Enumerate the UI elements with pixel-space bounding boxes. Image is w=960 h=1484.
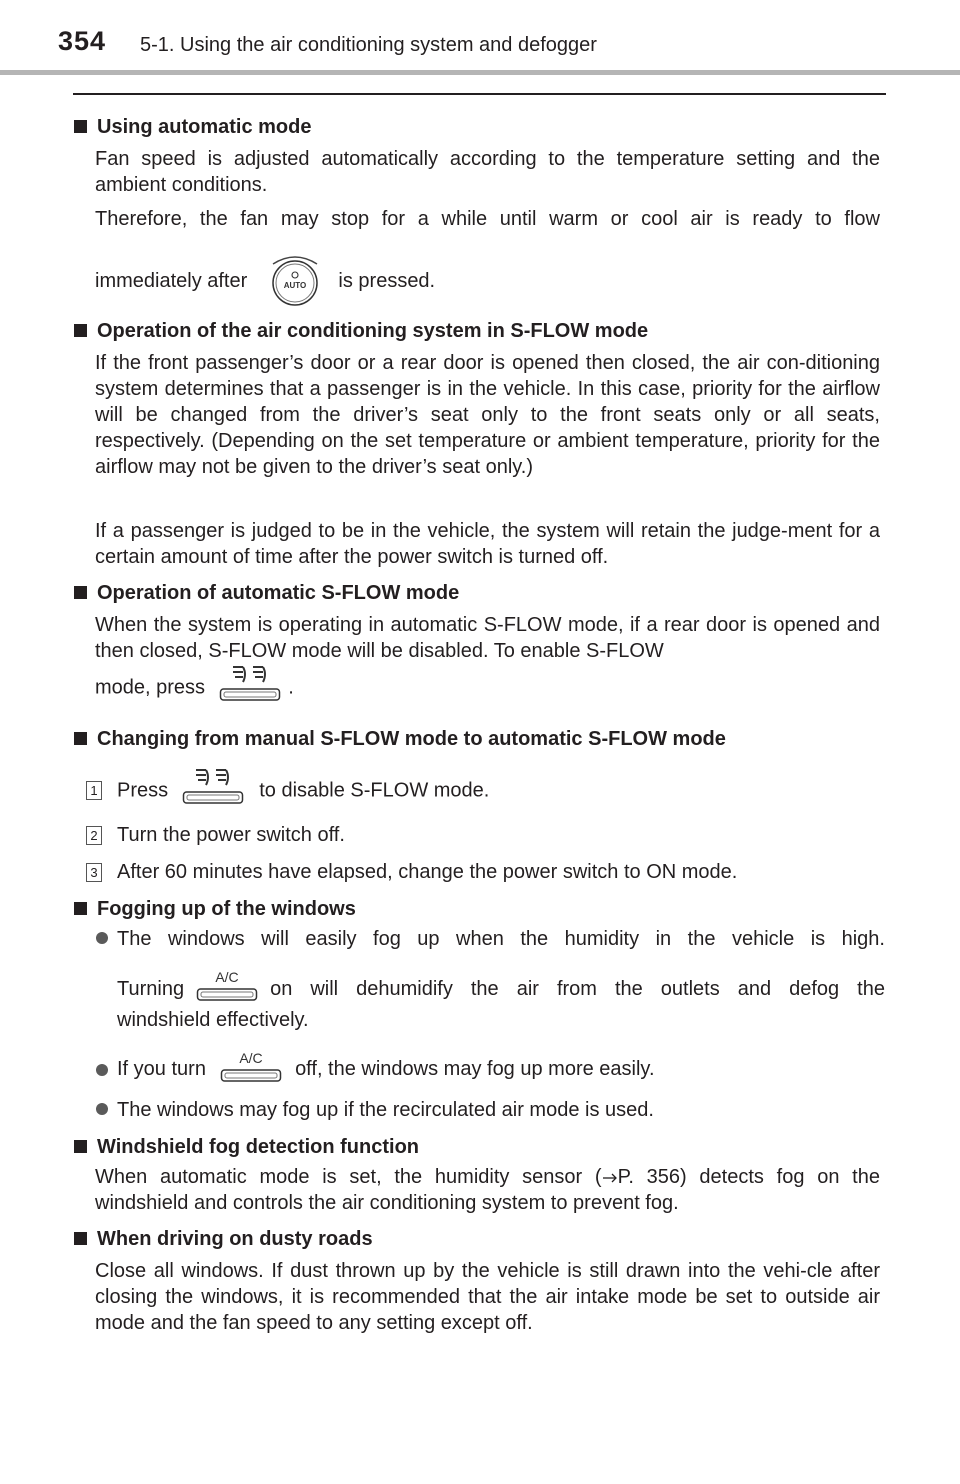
auto-mode-paragraph-2-end: immediately after AUTO is pressed. bbox=[95, 252, 435, 308]
step-3-text: After 60 minutes have elapsed, change th… bbox=[117, 861, 738, 883]
content-top-rule bbox=[73, 93, 886, 95]
section-title: 5-1. Using the air conditioning system a… bbox=[140, 34, 597, 56]
s-flow-button-icon bbox=[219, 666, 280, 701]
dusty-roads-paragraph: Close all windows. If dust thrown up by … bbox=[95, 1260, 880, 1334]
heading-fogging: Fogging up of the windows bbox=[74, 896, 356, 922]
step-number-2: 2 bbox=[86, 826, 102, 845]
square-bullet-icon bbox=[74, 324, 87, 337]
square-bullet-icon bbox=[74, 586, 87, 599]
page-header: 354 5-1. Using the air conditioning syst… bbox=[0, 0, 960, 95]
auto-mode-paragraph-1: Fan speed is adjusted automatically acco… bbox=[95, 148, 880, 196]
fogging-bullet-2: If you turn A/C off, the windows may fog… bbox=[117, 1050, 655, 1083]
heading-changing-sflow: Changing from manual S-FLOW mode to auto… bbox=[74, 726, 726, 752]
step-number-1: 1 bbox=[86, 781, 102, 800]
ac-button-icon: A/C bbox=[196, 969, 258, 1001]
page-reference-link[interactable]: P. 356 bbox=[617, 1166, 681, 1188]
fogging-bullet-3: The windows may fog up if the recirculat… bbox=[117, 1099, 654, 1121]
svg-text:AUTO: AUTO bbox=[284, 281, 307, 290]
heading-sflow-operation: Operation of the air conditioning system… bbox=[74, 318, 648, 344]
auto-mode-paragraph-2: Therefore, the fan may stop for a while … bbox=[95, 208, 880, 230]
arrow-right-icon bbox=[602, 1173, 617, 1183]
windshield-paragraph: When automatic mode is set, the humidity… bbox=[95, 1166, 880, 1214]
heading-dusty-roads: When driving on dusty roads bbox=[74, 1226, 373, 1252]
fogging-bullet-1-line-1: The windows will easily fog up when the … bbox=[117, 928, 885, 950]
step-number-3: 3 bbox=[86, 863, 102, 882]
sflow-operation-paragraph-2: If a passenger is judged to be in the ve… bbox=[95, 520, 880, 568]
step-2-text: Turn the power switch off. bbox=[117, 824, 345, 846]
circle-bullet-icon bbox=[96, 1064, 108, 1076]
svg-text:A/C: A/C bbox=[215, 969, 238, 985]
page-number: 354 bbox=[58, 26, 107, 56]
svg-text:A/C: A/C bbox=[239, 1050, 262, 1066]
header-rule bbox=[0, 70, 960, 75]
square-bullet-icon bbox=[74, 732, 87, 745]
square-bullet-icon bbox=[74, 902, 87, 915]
fogging-bullet-1-line-2: Turning A/C on will dehumidify the air f… bbox=[117, 966, 885, 1002]
fogging-bullet-1-line-3: windshield effectively. bbox=[117, 1009, 309, 1031]
heading-auto-mode: Using automatic mode bbox=[74, 114, 311, 140]
square-bullet-icon bbox=[74, 1140, 87, 1153]
heading-auto-sflow: Operation of automatic S-FLOW mode bbox=[74, 580, 459, 606]
circle-bullet-icon bbox=[96, 932, 108, 944]
s-flow-button-icon bbox=[182, 769, 243, 804]
circle-bullet-icon bbox=[96, 1103, 108, 1115]
auto-sflow-paragraph-1: When the system is operating in automati… bbox=[95, 614, 880, 662]
auto-sflow-paragraph-2: mode, press . bbox=[95, 666, 294, 702]
sflow-operation-paragraph-1: If the front passenger’s door or a rear … bbox=[95, 352, 880, 478]
auto-button-icon: AUTO bbox=[272, 256, 318, 306]
heading-windshield: Windshield fog detection function bbox=[74, 1134, 419, 1160]
square-bullet-icon bbox=[74, 120, 87, 133]
square-bullet-icon bbox=[74, 1232, 87, 1245]
ac-button-icon: A/C bbox=[220, 1050, 281, 1082]
step-1-text: Press to disable S-FLOW mode. bbox=[117, 769, 489, 805]
